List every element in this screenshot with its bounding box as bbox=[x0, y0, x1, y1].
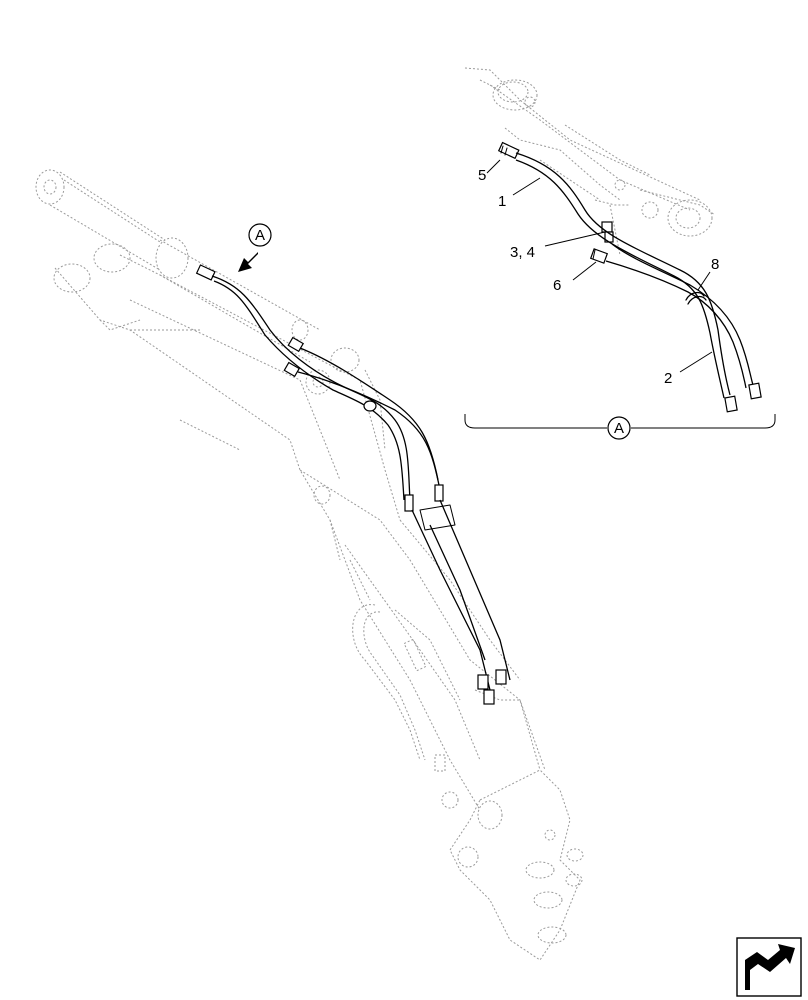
callout-6: 6 bbox=[553, 277, 561, 294]
callout-1: 1 bbox=[498, 193, 506, 210]
detail-view-a: 5 1 3, 4 6 8 2 A bbox=[464, 67, 776, 440]
callout-8: 8 bbox=[711, 256, 719, 273]
fitting-6 bbox=[589, 248, 609, 264]
down-left-arrow-icon bbox=[238, 252, 258, 272]
auxiliary-hose-loop bbox=[352, 604, 461, 809]
view-a-marker-label: A bbox=[255, 227, 265, 244]
navigation-arrow-icon[interactable] bbox=[736, 937, 802, 997]
callout-5: 5 bbox=[478, 167, 486, 184]
detail-view-label: A bbox=[614, 420, 624, 437]
main-hose-assembly bbox=[195, 264, 511, 705]
callout-2: 2 bbox=[664, 370, 672, 387]
fitting-5 bbox=[497, 141, 520, 160]
view-a-marker: A bbox=[248, 223, 272, 247]
hose-2 bbox=[605, 243, 754, 389]
hose-1 bbox=[515, 152, 731, 399]
hose-end-fittings bbox=[724, 382, 762, 413]
hose-clamp-8 bbox=[685, 291, 707, 305]
boom-body-ghost bbox=[53, 243, 584, 961]
callout-3-4: 3, 4 bbox=[510, 244, 535, 261]
arm-cylinder-ghost bbox=[35, 169, 321, 363]
